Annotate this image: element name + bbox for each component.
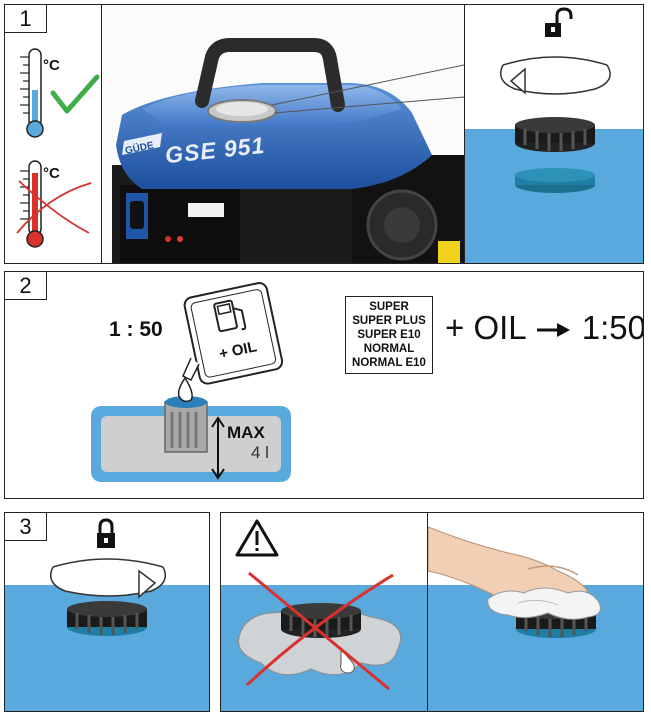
warning-icon [235, 519, 279, 557]
step-3-panel: 3 [4, 512, 210, 712]
max-volume: 4 l [251, 443, 269, 462]
step-number: 1 [5, 5, 47, 33]
spill-warning-illustration [221, 519, 427, 711]
divider [101, 5, 102, 263]
mix-ratio-label: 1 : 50 [109, 318, 163, 341]
temperature-unit-bad: °C [43, 165, 60, 182]
step-number: 3 [5, 513, 47, 541]
fuel-type: SUPER PLUS [352, 315, 426, 327]
unlock-inset [465, 7, 643, 263]
thermometer-icon [20, 160, 44, 248]
divider [427, 513, 428, 711]
fuel-type: NORMAL [363, 343, 415, 355]
step-number: 2 [5, 272, 47, 300]
lock-icon [97, 518, 115, 548]
wipe-cap-illustration [428, 526, 643, 711]
formula-ratio: 1:50 [581, 309, 644, 346]
mix-formula: + OIL 1:50 [445, 308, 644, 348]
step-3-cleaning-panel [220, 512, 644, 712]
fuel-type: NORMAL E10 [352, 357, 426, 369]
generator-illustration [102, 5, 464, 263]
temperature-unit-ok: °C [43, 57, 60, 74]
lock-inset [5, 518, 209, 711]
fuel-type: SUPER E10 [357, 329, 421, 341]
step-2-panel: 2 1 : 50 + OIL MAX 4 l [4, 271, 644, 499]
check-icon [50, 74, 100, 114]
step-1-panel: 1 [4, 4, 644, 264]
fuel-types-list: SUPER SUPER PLUS SUPER E10 NORMAL NORMAL… [345, 296, 433, 374]
temperature-column [16, 48, 100, 248]
formula-oil: + OIL [445, 309, 526, 346]
thermometer-icon [20, 48, 44, 138]
unlock-icon [545, 7, 573, 37]
arrow-right-icon [536, 323, 570, 338]
max-label: MAX [227, 423, 265, 442]
cross-icon [16, 180, 92, 234]
divider [464, 5, 465, 263]
fuel-type: SUPER [369, 301, 409, 313]
cross-icon [245, 571, 394, 691]
fuel-tank-illustration [91, 282, 291, 482]
